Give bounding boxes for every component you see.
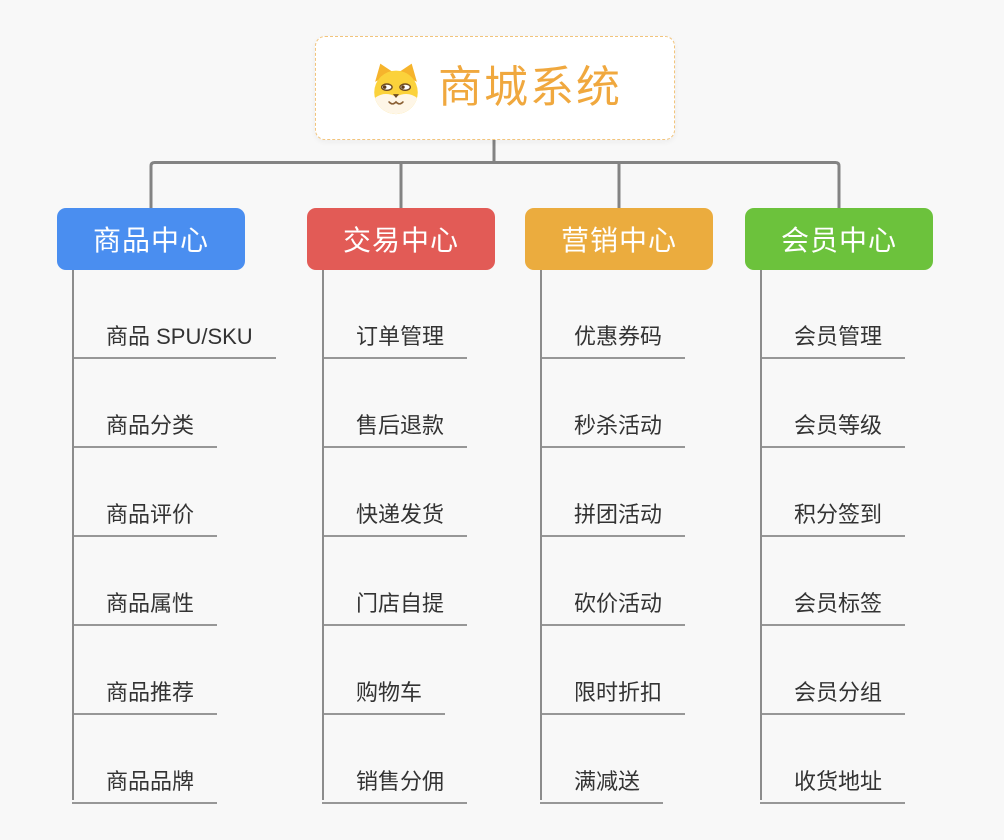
sub-item[interactable]: 会员标签 (745, 537, 933, 626)
sub-item[interactable]: 商品分类 (57, 359, 245, 448)
sub-item-label[interactable]: 会员标签 (760, 591, 906, 626)
sub-item[interactable]: 收货地址 (745, 715, 933, 804)
sub-item[interactable]: 砍价活动 (525, 537, 713, 626)
branch-items: 会员管理 会员等级 积分签到 会员标签 会员分组 收货地址 (745, 270, 933, 804)
sub-item[interactable]: 限时折扣 (525, 626, 713, 715)
sub-item[interactable]: 销售分佣 (307, 715, 495, 804)
sub-item[interactable]: 积分签到 (745, 448, 933, 537)
branch-items: 优惠券码 秒杀活动 拼团活动 砍价活动 限时折扣 满减送 (525, 270, 713, 804)
branch-trunk-line (72, 270, 74, 800)
branch-label: 商品中心 (92, 225, 209, 256)
sub-item[interactable]: 商品品牌 (57, 715, 245, 804)
branch-product-center: 商品中心 商品 SPU/SKU 商品分类 商品评价 商品属性 商品推荐 商品品牌 (57, 208, 276, 804)
sub-item-label[interactable]: 商品属性 (72, 591, 218, 626)
branch-label: 营销中心 (560, 225, 677, 256)
branch-label: 会员中心 (780, 225, 897, 256)
sub-item[interactable]: 购物车 (307, 626, 495, 715)
sub-item-label[interactable]: 会员等级 (760, 413, 906, 448)
sub-item-label[interactable]: 订单管理 (322, 324, 468, 359)
root-title: 商城系统 (438, 63, 622, 112)
sub-item-label[interactable]: 秒杀活动 (540, 413, 686, 448)
sub-item-label[interactable]: 积分签到 (760, 502, 906, 537)
doge-icon (374, 63, 418, 115)
sub-item-label[interactable]: 商品分类 (72, 413, 218, 448)
sub-item-label[interactable]: 商品 SPU/SKU (72, 324, 276, 359)
sub-item[interactable]: 快递发货 (307, 448, 495, 537)
branch-items: 订单管理 售后退款 快递发货 门店自提 购物车 销售分佣 (307, 270, 495, 804)
sub-item-label[interactable]: 销售分佣 (322, 769, 468, 804)
sub-item[interactable]: 商品属性 (57, 537, 245, 626)
sub-item-label[interactable]: 商品评价 (72, 502, 218, 537)
sub-item[interactable]: 商品评价 (57, 448, 245, 537)
sub-item[interactable]: 秒杀活动 (525, 359, 713, 448)
branch-items: 商品 SPU/SKU 商品分类 商品评价 商品属性 商品推荐 商品品牌 (57, 270, 276, 804)
sub-item-label[interactable]: 拼团活动 (540, 502, 686, 537)
branch-trunk-line (760, 270, 762, 800)
sub-item[interactable]: 会员管理 (745, 270, 933, 359)
branch-spread-line (149, 161, 841, 208)
sub-item-label[interactable]: 优惠券码 (540, 324, 686, 359)
branch-header-product-center[interactable]: 商品中心 (57, 208, 245, 270)
sub-item-label[interactable]: 满减送 (540, 769, 664, 804)
branch-trade-center: 交易中心 订单管理 售后退款 快递发货 门店自提 购物车 销售分佣 (307, 208, 495, 804)
branch-marketing-center: 营销中心 优惠券码 秒杀活动 拼团活动 砍价活动 限时折扣 满减送 (525, 208, 713, 804)
sub-item[interactable]: 门店自提 (307, 537, 495, 626)
root-node[interactable]: 商城系统 (315, 36, 675, 140)
branch-label: 交易中心 (342, 225, 459, 256)
sub-item[interactable]: 售后退款 (307, 359, 495, 448)
branch-header-marketing-center[interactable]: 营销中心 (525, 208, 713, 270)
branch-trunk-line (540, 270, 542, 800)
sub-item[interactable]: 会员等级 (745, 359, 933, 448)
sub-item-label[interactable]: 限时折扣 (540, 680, 686, 715)
sub-item[interactable]: 商品 SPU/SKU (57, 270, 276, 359)
sub-item[interactable]: 订单管理 (307, 270, 495, 359)
sub-item-label[interactable]: 会员分组 (760, 680, 906, 715)
sub-item-label[interactable]: 购物车 (322, 680, 446, 715)
branch-member-center: 会员中心 会员管理 会员等级 积分签到 会员标签 会员分组 收货地址 (745, 208, 933, 804)
branch-header-member-center[interactable]: 会员中心 (745, 208, 933, 270)
sub-item-label[interactable]: 售后退款 (322, 413, 468, 448)
sub-item[interactable]: 满减送 (525, 715, 713, 804)
sub-item-label[interactable]: 门店自提 (322, 591, 468, 626)
sub-item[interactable]: 优惠券码 (525, 270, 713, 359)
sub-item[interactable]: 商品推荐 (57, 626, 245, 715)
sub-item-label[interactable]: 会员管理 (760, 324, 906, 359)
sub-item-label[interactable]: 商品推荐 (72, 680, 218, 715)
sub-item-label[interactable]: 快递发货 (322, 502, 468, 537)
sub-item[interactable]: 会员分组 (745, 626, 933, 715)
branch-header-trade-center[interactable]: 交易中心 (307, 208, 495, 270)
branch-trunk-line (322, 270, 324, 800)
sub-item-label[interactable]: 砍价活动 (540, 591, 686, 626)
sub-item-label[interactable]: 收货地址 (760, 769, 906, 804)
sub-item[interactable]: 拼团活动 (525, 448, 713, 537)
sub-item-label[interactable]: 商品品牌 (72, 769, 218, 804)
